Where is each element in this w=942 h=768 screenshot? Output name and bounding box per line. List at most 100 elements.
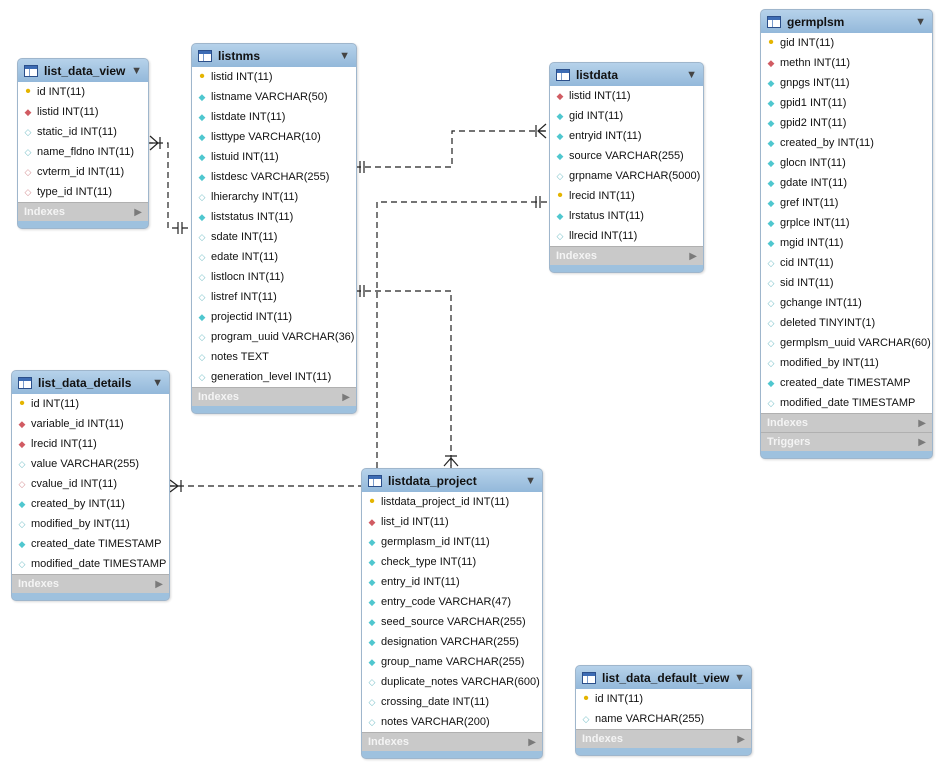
column-row[interactable]: ◇static_id INT(11)	[18, 122, 148, 142]
column-row[interactable]: ◇duplicate_notes VARCHAR(600)	[362, 672, 542, 692]
column-row[interactable]: ◇germplsm_uuid VARCHAR(60)	[761, 333, 932, 353]
section-indexes[interactable]: Indexes▶	[576, 729, 751, 748]
column-row[interactable]: ◇modified_by INT(11)	[12, 514, 169, 534]
column-row[interactable]: ◆listname VARCHAR(50)	[192, 87, 356, 107]
column-row[interactable]: ◆listdate INT(11)	[192, 107, 356, 127]
column-row[interactable]: ◇cvalue_id INT(11)	[12, 474, 169, 494]
table-header[interactable]: list_data_default_view▼	[576, 666, 751, 689]
column-row[interactable]: ◆projectid INT(11)	[192, 307, 356, 327]
column-row[interactable]: ◆gpid2 INT(11)	[761, 113, 932, 133]
column-row[interactable]: ◆germplasm_id INT(11)	[362, 532, 542, 552]
column-row[interactable]: ◆gnpgs INT(11)	[761, 73, 932, 93]
collapse-arrow-icon[interactable]: ▼	[686, 68, 697, 81]
column-row[interactable]: ◇gchange INT(11)	[761, 293, 932, 313]
column-row[interactable]: ◇modified_date TIMESTAMP	[761, 393, 932, 413]
column-row[interactable]: ◆glocn INT(11)	[761, 153, 932, 173]
column-row[interactable]: •id INT(11)	[18, 82, 148, 102]
column-row[interactable]: ◆created_date TIMESTAMP	[761, 373, 932, 393]
column-row[interactable]: ◆created_date TIMESTAMP	[12, 534, 169, 554]
column-row[interactable]: ◇cid INT(11)	[761, 253, 932, 273]
column-row[interactable]: ◆gpid1 INT(11)	[761, 93, 932, 113]
expand-arrow-icon[interactable]: ▶	[918, 417, 926, 429]
column-row[interactable]: ◆gref INT(11)	[761, 193, 932, 213]
column-row[interactable]: ◆created_by INT(11)	[761, 133, 932, 153]
table-header[interactable]: germplsm▼	[761, 10, 932, 33]
column-row[interactable]: ◆lrecid INT(11)	[12, 434, 169, 454]
column-row[interactable]: ◆listtype VARCHAR(10)	[192, 127, 356, 147]
expand-arrow-icon[interactable]: ▶	[134, 206, 142, 218]
table-listdata[interactable]: listdata▼◆listid INT(11)◆gid INT(11)◆ent…	[549, 62, 704, 273]
column-row[interactable]: ◆listid INT(11)	[550, 86, 703, 106]
table-list-data-default-view[interactable]: list_data_default_view▼•id INT(11)◇name …	[575, 665, 752, 756]
column-row[interactable]: ◇llrecid INT(11)	[550, 226, 703, 246]
column-row[interactable]: ◇notes VARCHAR(200)	[362, 712, 542, 732]
column-row[interactable]: ◇crossing_date INT(11)	[362, 692, 542, 712]
table-header[interactable]: list_data_details▼	[12, 371, 169, 394]
column-row[interactable]: ◇type_id INT(11)	[18, 182, 148, 202]
column-row[interactable]: ◆entry_code VARCHAR(47)	[362, 592, 542, 612]
column-row[interactable]: ◇notes TEXT	[192, 347, 356, 367]
column-row[interactable]: ◇grpname VARCHAR(5000)	[550, 166, 703, 186]
column-row[interactable]: ◇sid INT(11)	[761, 273, 932, 293]
collapse-arrow-icon[interactable]: ▼	[131, 64, 142, 77]
table-germplsm[interactable]: germplsm▼•gid INT(11)◆methn INT(11)◆gnpg…	[760, 9, 933, 459]
table-listnms[interactable]: listnms▼•listid INT(11)◆listname VARCHAR…	[191, 43, 357, 414]
collapse-arrow-icon[interactable]: ▼	[734, 671, 745, 684]
table-listdata-project[interactable]: listdata_project▼•listdata_project_id IN…	[361, 468, 543, 759]
column-row[interactable]: ◇name VARCHAR(255)	[576, 709, 751, 729]
column-row[interactable]: ◆lrstatus INT(11)	[550, 206, 703, 226]
column-row[interactable]: ◆check_type INT(11)	[362, 552, 542, 572]
column-row[interactable]: ◇modified_by INT(11)	[761, 353, 932, 373]
table-header[interactable]: listdata▼	[550, 63, 703, 86]
column-row[interactable]: ◆liststatus INT(11)	[192, 207, 356, 227]
column-row[interactable]: ◆source VARCHAR(255)	[550, 146, 703, 166]
expand-arrow-icon[interactable]: ▶	[342, 391, 350, 403]
column-row[interactable]: ◆listdesc VARCHAR(255)	[192, 167, 356, 187]
section-indexes[interactable]: Indexes▶	[550, 246, 703, 265]
column-row[interactable]: ◇deleted TINYINT(1)	[761, 313, 932, 333]
section-triggers[interactable]: Triggers▶	[761, 432, 932, 451]
column-row[interactable]: ◆entry_id INT(11)	[362, 572, 542, 592]
collapse-arrow-icon[interactable]: ▼	[339, 49, 350, 62]
expand-arrow-icon[interactable]: ▶	[155, 578, 163, 590]
column-row[interactable]: •listid INT(11)	[192, 67, 356, 87]
collapse-arrow-icon[interactable]: ▼	[152, 376, 163, 389]
column-row[interactable]: •listdata_project_id INT(11)	[362, 492, 542, 512]
column-row[interactable]: ◆listuid INT(11)	[192, 147, 356, 167]
column-row[interactable]: ◆listid INT(11)	[18, 102, 148, 122]
column-row[interactable]: ◇listlocn INT(11)	[192, 267, 356, 287]
column-row[interactable]: •lrecid INT(11)	[550, 186, 703, 206]
column-row[interactable]: •id INT(11)	[576, 689, 751, 709]
column-row[interactable]: ◆list_id INT(11)	[362, 512, 542, 532]
section-indexes[interactable]: Indexes▶	[192, 387, 356, 406]
column-row[interactable]: ◇value VARCHAR(255)	[12, 454, 169, 474]
column-row[interactable]: ◆created_by INT(11)	[12, 494, 169, 514]
collapse-arrow-icon[interactable]: ▼	[525, 474, 536, 487]
section-indexes[interactable]: Indexes▶	[761, 413, 932, 432]
table-header[interactable]: listdata_project▼	[362, 469, 542, 492]
column-row[interactable]: ◇modified_date TIMESTAMP	[12, 554, 169, 574]
collapse-arrow-icon[interactable]: ▼	[915, 15, 926, 28]
column-row[interactable]: ◇program_uuid VARCHAR(36)	[192, 327, 356, 347]
expand-arrow-icon[interactable]: ▶	[737, 733, 745, 745]
column-row[interactable]: ◆seed_source VARCHAR(255)	[362, 612, 542, 632]
column-row[interactable]: ◆mgid INT(11)	[761, 233, 932, 253]
column-row[interactable]: ◆entryid INT(11)	[550, 126, 703, 146]
column-row[interactable]: •gid INT(11)	[761, 33, 932, 53]
column-row[interactable]: ◇lhierarchy INT(11)	[192, 187, 356, 207]
column-row[interactable]: ◆designation VARCHAR(255)	[362, 632, 542, 652]
column-row[interactable]: ◇edate INT(11)	[192, 247, 356, 267]
section-indexes[interactable]: Indexes▶	[12, 574, 169, 593]
column-row[interactable]: ◇name_fldno INT(11)	[18, 142, 148, 162]
column-row[interactable]: ◆group_name VARCHAR(255)	[362, 652, 542, 672]
section-indexes[interactable]: Indexes▶	[362, 732, 542, 751]
column-row[interactable]: ◇listref INT(11)	[192, 287, 356, 307]
column-row[interactable]: ◇cvterm_id INT(11)	[18, 162, 148, 182]
column-row[interactable]: ◆gid INT(11)	[550, 106, 703, 126]
expand-arrow-icon[interactable]: ▶	[689, 250, 697, 262]
column-row[interactable]: ◆methn INT(11)	[761, 53, 932, 73]
section-indexes[interactable]: Indexes▶	[18, 202, 148, 221]
table-header[interactable]: list_data_view▼	[18, 59, 148, 82]
column-row[interactable]: ◆grplce INT(11)	[761, 213, 932, 233]
column-row[interactable]: ◇generation_level INT(11)	[192, 367, 356, 387]
